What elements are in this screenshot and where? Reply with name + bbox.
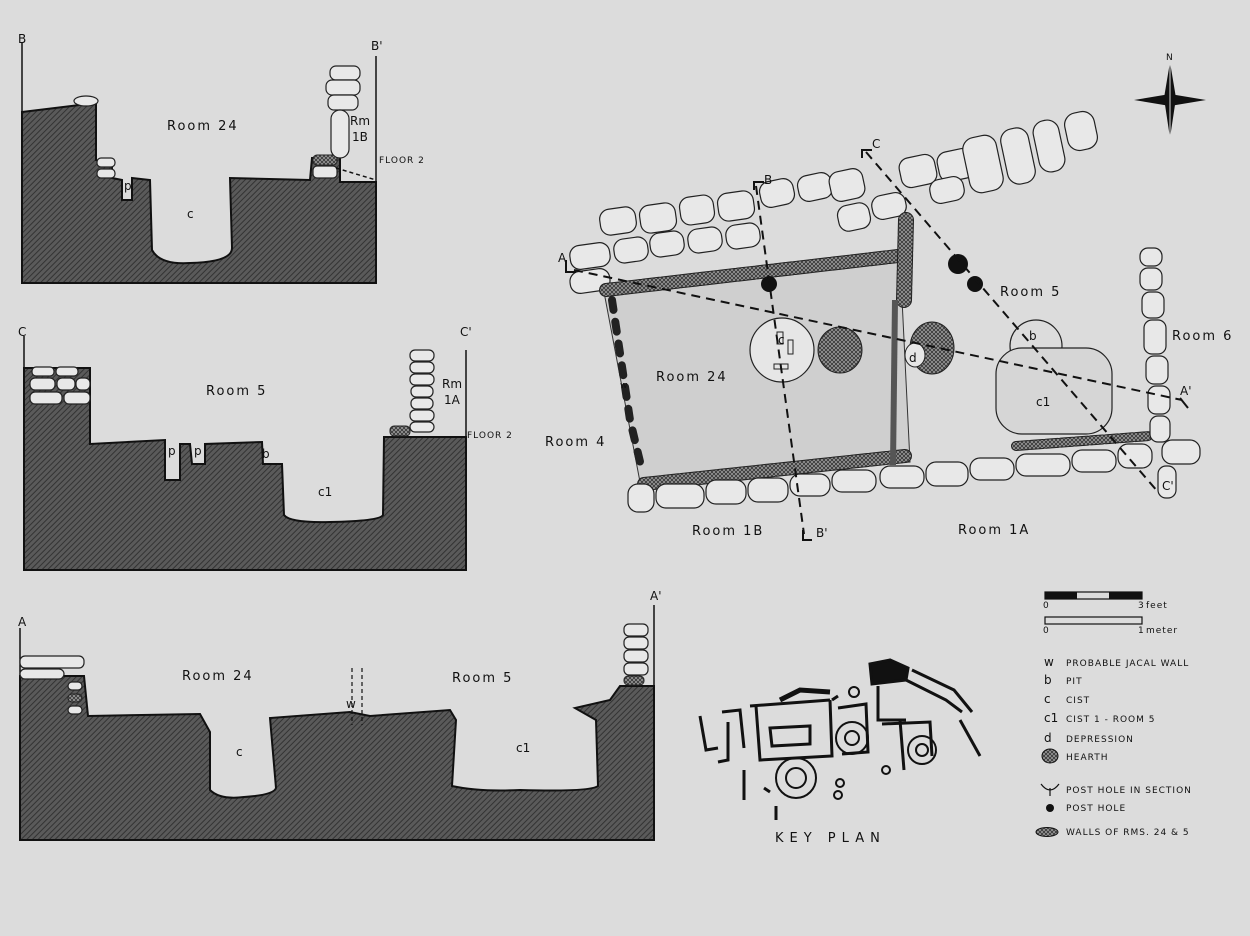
legend-text-jacal: PROBABLE JACAL WALL bbox=[1066, 659, 1189, 669]
c-prime-label: C' bbox=[460, 325, 472, 339]
room-wall-outline bbox=[599, 212, 1155, 491]
room-1b-label: Room 1B bbox=[692, 524, 764, 539]
hearth-swatch-icon bbox=[1041, 748, 1059, 764]
legend-sym-d: d bbox=[1044, 731, 1052, 745]
section-a-a bbox=[19, 605, 655, 841]
legend-text-cist-1: CIST 1 - ROOM 5 bbox=[1066, 715, 1155, 725]
legend-sym-w: w bbox=[1044, 655, 1054, 669]
cist-feature bbox=[749, 317, 815, 383]
cist-aa-label: c bbox=[236, 745, 243, 759]
room-24-label: Room 24 bbox=[167, 119, 239, 134]
scale-meter-zero: 0 bbox=[1043, 626, 1050, 636]
north-wall-stones bbox=[569, 110, 1098, 294]
east-wall-stones bbox=[1139, 247, 1171, 443]
plan-a-label: A bbox=[558, 251, 567, 265]
floor-2-label: FLOOR 2 bbox=[379, 156, 425, 166]
wall-swatch-icon bbox=[1035, 827, 1059, 837]
room-24-aa-label: Room 24 bbox=[182, 669, 254, 684]
plan-pit-label: b bbox=[1029, 329, 1037, 343]
scale-bar bbox=[1044, 591, 1143, 625]
post-hole-2 bbox=[948, 254, 968, 274]
plan-depression-label: d bbox=[909, 351, 917, 365]
cist-label: c bbox=[187, 207, 194, 221]
plan-jacal-label: w bbox=[620, 381, 628, 391]
b-prime-label: B' bbox=[371, 39, 383, 53]
legend-text-hearth: HEARTH bbox=[1066, 753, 1108, 763]
room-6-label: Room 6 bbox=[1172, 329, 1233, 344]
b-label: B bbox=[18, 32, 26, 46]
room-24-plan-label: Room 24 bbox=[656, 370, 728, 385]
scale-meter-one: 1 bbox=[1138, 626, 1145, 636]
rm-1b-label: 1B bbox=[352, 130, 368, 144]
post-hole-dot-icon bbox=[1046, 804, 1054, 812]
key-plan-drawing bbox=[698, 658, 982, 820]
c-label: C bbox=[18, 325, 26, 339]
cist-1-aa-label: c1 bbox=[516, 741, 530, 755]
jacal-wall-label: w bbox=[346, 697, 356, 711]
south-wall-stones bbox=[627, 439, 1201, 513]
plan-b-label: B bbox=[764, 173, 772, 187]
post-hole-label-2: p bbox=[194, 444, 202, 458]
plan-c-label: C bbox=[872, 137, 880, 151]
room-5-plan-label: Room 5 bbox=[1000, 285, 1061, 300]
section-b-b bbox=[21, 42, 377, 284]
cist-1-label: c1 bbox=[318, 485, 332, 499]
scale-feet-three: 3 bbox=[1138, 601, 1145, 611]
legend-sym-c: c bbox=[1044, 692, 1051, 706]
scale-meter-unit: meter bbox=[1146, 626, 1178, 636]
post-hole-label: p bbox=[124, 179, 132, 193]
hearth-1 bbox=[817, 326, 863, 374]
plan-cist-label: c bbox=[778, 333, 785, 347]
plan-cist-1-label: c1 bbox=[1036, 395, 1050, 409]
north-label: N bbox=[1166, 53, 1174, 63]
legend-text-post-hole-section: POST HOLE IN SECTION bbox=[1066, 786, 1192, 796]
pit-label: b bbox=[262, 447, 270, 461]
plan-a-prime-label: A' bbox=[1180, 384, 1192, 398]
legend-text-pit: PIT bbox=[1066, 677, 1083, 687]
legend-sym-b: b bbox=[1044, 673, 1052, 687]
plan-view bbox=[565, 62, 1206, 541]
post-hole-3 bbox=[967, 276, 983, 292]
room-1a-label: Room 1A bbox=[958, 523, 1030, 538]
scale-feet-unit: feet bbox=[1146, 601, 1168, 611]
room-4-label: Room 4 bbox=[545, 435, 606, 450]
room-5-section-label: Room 5 bbox=[206, 384, 267, 399]
floor-2-label-c: FLOOR 2 bbox=[467, 431, 513, 441]
north-arrow-icon bbox=[1134, 62, 1206, 138]
plan-c-prime-label: C' bbox=[1162, 479, 1174, 493]
plan-b-prime-label: B' bbox=[816, 526, 828, 540]
legend-text-depression: DEPRESSION bbox=[1066, 735, 1134, 745]
scale-feet-zero: 0 bbox=[1043, 601, 1050, 611]
legend-sym-c1: c1 bbox=[1044, 711, 1058, 725]
room-5-aa-label: Room 5 bbox=[452, 671, 513, 686]
legend-text-walls: WALLS OF RMS. 24 & 5 bbox=[1066, 828, 1190, 838]
cist-1-feature bbox=[995, 347, 1113, 435]
a-label: A bbox=[18, 615, 27, 629]
legend: w PROBABLE JACAL WALL b PIT c CIST c1 CI… bbox=[1035, 655, 1192, 838]
legend-text-cist: CIST bbox=[1066, 696, 1090, 706]
key-plan-kivas bbox=[775, 686, 937, 800]
key-plan-title: KEY PLAN bbox=[775, 831, 886, 846]
legend-text-post-hole: POST HOLE bbox=[1066, 804, 1126, 814]
rm-label-c: Rm bbox=[442, 377, 462, 391]
post-hole-label-1: p bbox=[168, 444, 176, 458]
rm-1a-label: 1A bbox=[444, 393, 461, 407]
a-prime-label: A' bbox=[650, 589, 662, 603]
section-c-c bbox=[23, 336, 467, 571]
rm-label: Rm bbox=[350, 114, 370, 128]
